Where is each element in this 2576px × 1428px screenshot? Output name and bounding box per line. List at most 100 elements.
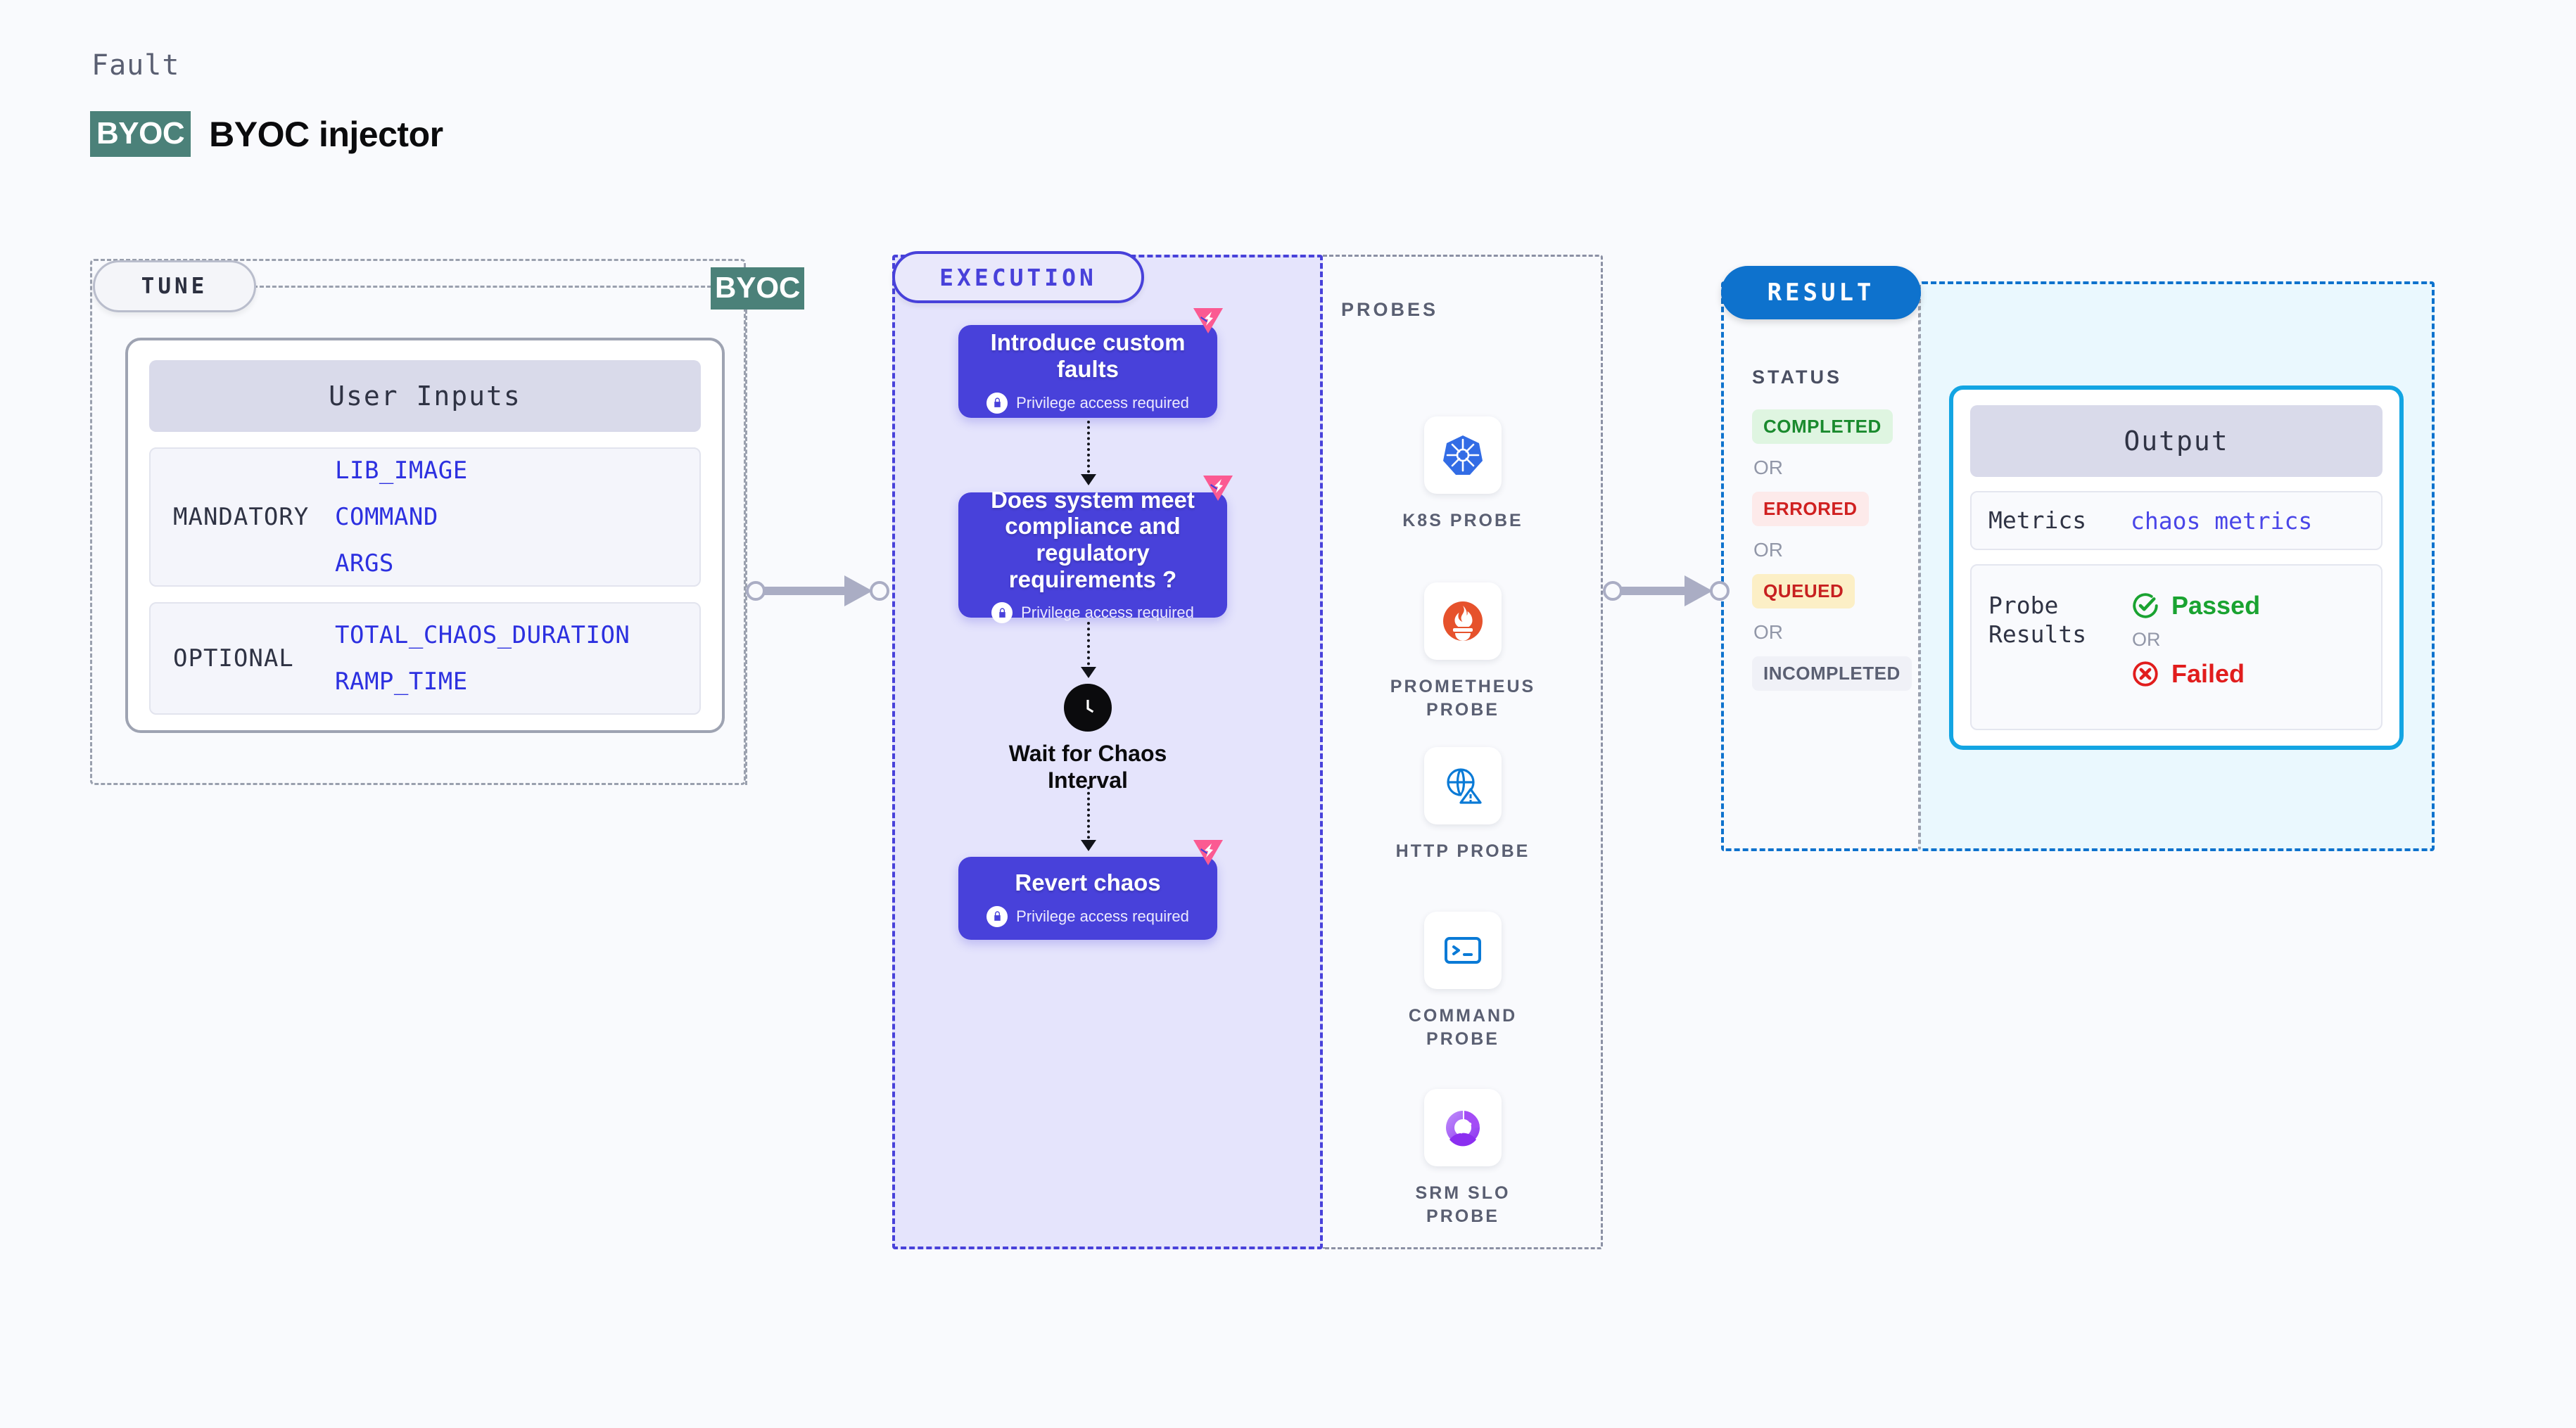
privilege-note-text: Privilege access required xyxy=(1016,393,1189,412)
metrics-label: Metrics xyxy=(1988,506,2087,535)
tune-top-divider xyxy=(253,286,718,288)
metrics-value[interactable]: chaos metrics xyxy=(2131,506,2313,535)
output-card: Output Metrics chaos metrics Probe Resul… xyxy=(1949,385,2404,750)
result-pill: RESULT xyxy=(1721,266,1921,319)
output-row-probe-results: Probe Results Passed OR Failed xyxy=(1970,564,2383,730)
terminal-icon xyxy=(1424,912,1502,989)
globe-warning-icon xyxy=(1424,747,1502,824)
flow-arrow xyxy=(1081,622,1096,678)
status-or: OR xyxy=(1753,539,1783,561)
input-group-values: LIB_IMAGE COMMAND ARGS xyxy=(335,457,468,578)
page-eyebrow: Fault xyxy=(91,49,180,82)
connector-line xyxy=(756,587,863,595)
flow-node-introduce-faults[interactable]: Introduce custom faults Privilege access… xyxy=(958,325,1217,418)
probe-result-failed: Failed xyxy=(2131,659,2260,689)
user-inputs-title: User Inputs xyxy=(149,360,701,432)
status-badge-incompleted: INCOMPLETED xyxy=(1752,656,1912,691)
byoc-boundary-marker: BYOC xyxy=(711,267,805,310)
input-variable[interactable]: LIB_IMAGE xyxy=(335,457,468,485)
kubernetes-icon xyxy=(1424,416,1502,494)
execution-pill: EXECUTION xyxy=(892,251,1144,303)
probe-item-http[interactable]: HTTP PROBE xyxy=(1388,747,1537,863)
input-group-values: TOTAL_CHAOS_DURATION RAMP_TIME xyxy=(335,621,630,696)
fault-corner-icon xyxy=(1202,473,1234,505)
connector-arrowhead xyxy=(844,575,873,606)
probe-label: PROMETHEUS PROBE xyxy=(1390,677,1536,720)
input-group-mandatory: MANDATORY LIB_IMAGE COMMAND ARGS xyxy=(149,447,701,587)
status-badge-completed: COMPLETED xyxy=(1752,409,1893,444)
probe-label: K8S PROBE xyxy=(1402,511,1523,530)
check-circle-icon xyxy=(2133,593,2158,618)
privilege-note: Privilege access required xyxy=(986,905,1189,927)
probe-results-label: Probe Results xyxy=(1988,592,2087,649)
connector-line xyxy=(1613,587,1703,595)
input-variable[interactable]: ARGS xyxy=(335,549,394,578)
privilege-note: Privilege access required xyxy=(991,602,1194,624)
user-inputs-card: User Inputs MANDATORY LIB_IMAGE COMMAND … xyxy=(125,338,725,733)
arrow-line xyxy=(1087,786,1090,850)
wait-step-label: Wait for Chaos Interval xyxy=(1008,741,1167,793)
lock-icon xyxy=(986,905,1008,927)
privilege-note-text: Privilege access required xyxy=(1016,907,1189,925)
status-title: STATUS xyxy=(1752,366,1842,388)
probe-item-prometheus[interactable]: PROMETHEUS PROBE xyxy=(1388,582,1537,721)
prometheus-icon xyxy=(1424,582,1502,660)
connector-execution-to-result xyxy=(1603,575,1730,606)
execution-boundary xyxy=(892,255,1323,1249)
clock-icon xyxy=(1064,684,1112,732)
byoc-vertical-divider xyxy=(745,310,747,785)
status-badge-errored: ERRORED xyxy=(1752,492,1869,526)
probe-failed-label: Failed xyxy=(2171,659,2245,688)
arrow-line xyxy=(1087,421,1090,484)
probe-result-passed: Passed xyxy=(2131,591,2260,620)
probe-label: HTTP PROBE xyxy=(1395,841,1530,861)
probe-item-srm-slo[interactable]: SRM SLO PROBE xyxy=(1388,1089,1537,1228)
tune-pill: TUNE xyxy=(93,260,256,312)
flow-node-title: Revert chaos xyxy=(1015,869,1161,896)
input-variable[interactable]: RAMP_TIME xyxy=(335,668,468,696)
status-list: COMPLETED OR ERRORED OR QUEUED OR INCOMP… xyxy=(1752,409,1912,691)
page-title: BYOC injector xyxy=(209,114,443,154)
privilege-note: Privilege access required xyxy=(986,392,1189,414)
flow-arrow xyxy=(1081,786,1096,851)
connector-endpoint xyxy=(1710,581,1730,601)
fault-corner-icon xyxy=(1192,837,1224,869)
flow-node-title: Introduce custom faults xyxy=(990,329,1186,382)
flow-node-compliance-check[interactable]: Does system meet compliance and regulato… xyxy=(958,487,1227,624)
flow-arrow xyxy=(1081,421,1096,485)
probe-label: SRM SLO PROBE xyxy=(1415,1183,1511,1226)
input-group-label: MANDATORY xyxy=(173,503,310,531)
output-row-metrics: Metrics chaos metrics xyxy=(1970,491,2383,550)
status-or: OR xyxy=(1753,457,1783,478)
connector-endpoint xyxy=(1603,581,1623,601)
arrow-head xyxy=(1081,840,1096,851)
status-badge-queued: QUEUED xyxy=(1752,574,1855,608)
fault-corner-icon xyxy=(1192,305,1224,338)
probe-result-or: OR xyxy=(2132,629,2161,650)
lock-icon xyxy=(991,602,1013,624)
input-variable[interactable]: TOTAL_CHAOS_DURATION xyxy=(335,621,630,649)
probe-passed-label: Passed xyxy=(2171,591,2261,620)
privilege-note-text: Privilege access required xyxy=(1021,604,1194,622)
byoc-chip: BYOC xyxy=(90,111,191,157)
flow-node-title: Does system meet compliance and regulato… xyxy=(991,486,1195,592)
probe-label: COMMAND PROBE xyxy=(1408,1006,1518,1049)
probe-results-values: Passed OR Failed xyxy=(2131,591,2260,689)
x-circle-icon xyxy=(2133,661,2158,687)
connector-endpoint xyxy=(746,581,766,601)
lock-icon xyxy=(986,392,1008,414)
output-title: Output xyxy=(1970,405,2383,477)
arrow-head xyxy=(1081,474,1096,485)
connector-endpoint xyxy=(870,581,889,601)
arrow-line xyxy=(1087,622,1090,677)
probe-item-command[interactable]: COMMAND PROBE xyxy=(1388,912,1537,1050)
page-title-row: BYOC BYOC injector xyxy=(90,111,443,157)
input-variable[interactable]: COMMAND xyxy=(335,503,438,531)
connector-tune-to-execution xyxy=(746,575,889,606)
input-group-optional: OPTIONAL TOTAL_CHAOS_DURATION RAMP_TIME xyxy=(149,602,701,715)
flow-node-revert-chaos[interactable]: Revert chaos Privilege access required xyxy=(958,857,1217,940)
probe-item-k8s[interactable]: K8S PROBE xyxy=(1388,416,1537,533)
status-or: OR xyxy=(1753,621,1783,643)
probes-title: PROBES xyxy=(1341,299,1439,320)
